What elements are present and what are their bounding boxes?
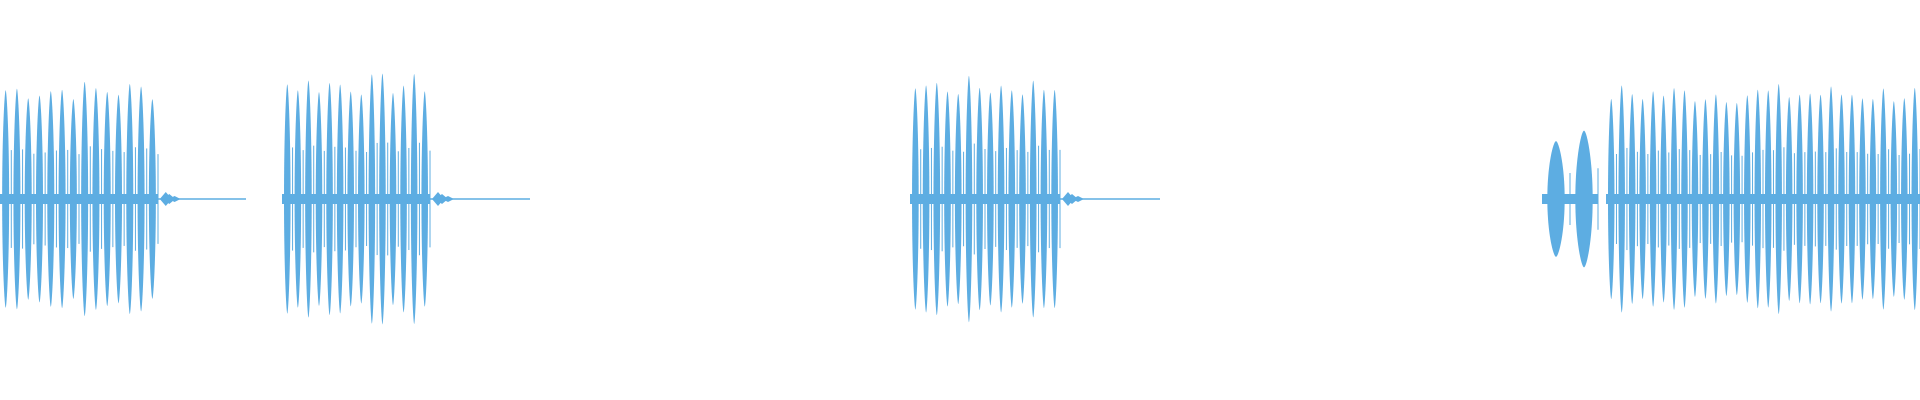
waveform-center-band [910, 194, 1060, 204]
segment-1 [0, 81, 246, 317]
waveform-center-band [0, 194, 158, 204]
waveform-center-band [1606, 194, 1920, 204]
segment-2 [282, 73, 530, 325]
segment-3 [910, 75, 1160, 323]
segment-4 [1542, 130, 1599, 268]
segment-5 [1606, 84, 1920, 314]
waveform-center-band [282, 194, 430, 204]
waveform-center-band [1542, 194, 1598, 204]
waveform-segments [0, 73, 1920, 325]
